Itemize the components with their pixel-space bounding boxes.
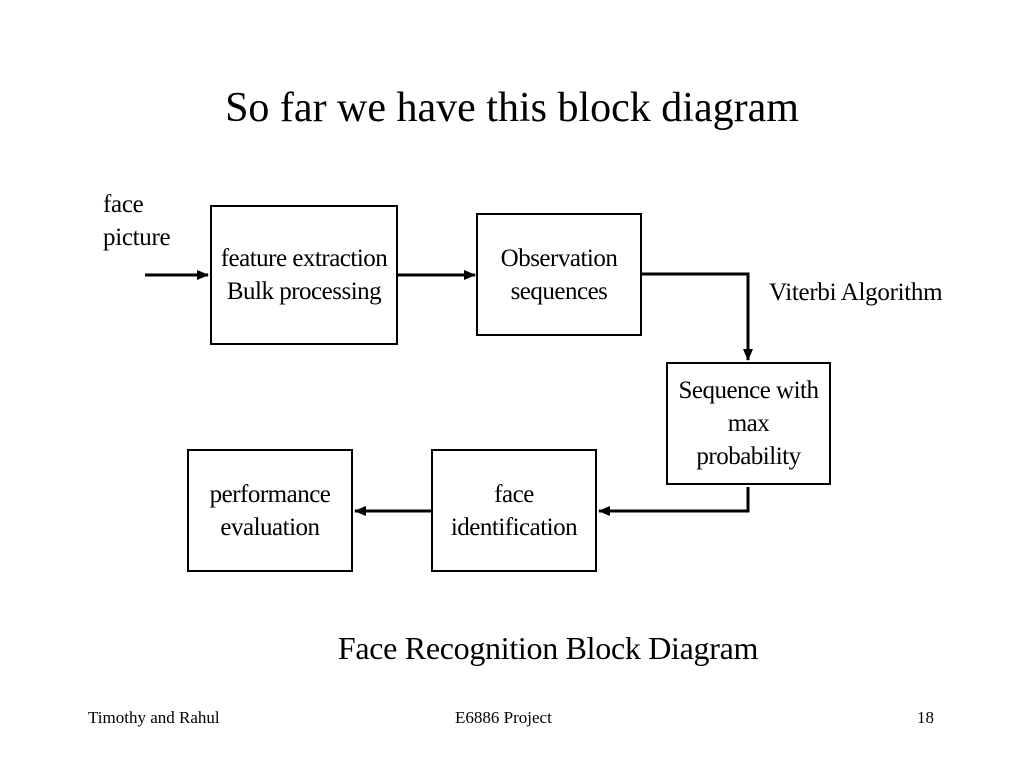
arrow-observation-to-sequence (642, 272, 753, 361)
viterbi-algorithm-label: Viterbi Algorithm (769, 279, 943, 306)
footer-authors: Timothy and Rahul (88, 708, 220, 727)
max-probability-line-1: Sequence with (678, 377, 819, 404)
feature-extraction-line-1: feature extraction (220, 245, 388, 272)
input-label-line-1: face (103, 191, 144, 218)
max-probability-line-2: max (727, 410, 770, 437)
diagram-caption: Face Recognition Block Diagram (337, 630, 759, 666)
footer-page-number: 18 (917, 708, 934, 727)
input-label-line-2: picture (103, 224, 171, 251)
face-identification-line-1: face (494, 480, 534, 508)
performance-evaluation-line-1: performance (209, 480, 331, 508)
max-probability-box: Sequence with max probability (666, 362, 831, 485)
face-identification-line-2: identification (450, 513, 578, 541)
observation-sequences-line-1: Observation (500, 244, 618, 272)
slide-title: So far we have this block diagram (225, 85, 799, 131)
performance-evaluation-box: performance evaluation (187, 449, 353, 572)
observation-sequences-line-2: sequences (510, 277, 608, 305)
feature-extraction-line-2: Bulk processing (226, 278, 382, 305)
max-probability-line-3: probability (696, 443, 801, 470)
footer-project: E6886 Project (455, 708, 552, 727)
feature-extraction-box: feature extraction Bulk processing (210, 205, 398, 345)
face-identification-box: face identification (431, 449, 597, 572)
arrow-sequence-to-identification (598, 487, 750, 516)
performance-evaluation-line-2: evaluation (220, 513, 320, 541)
input-label: face picture (103, 188, 171, 254)
observation-sequences-box: Observation sequences (476, 213, 642, 336)
